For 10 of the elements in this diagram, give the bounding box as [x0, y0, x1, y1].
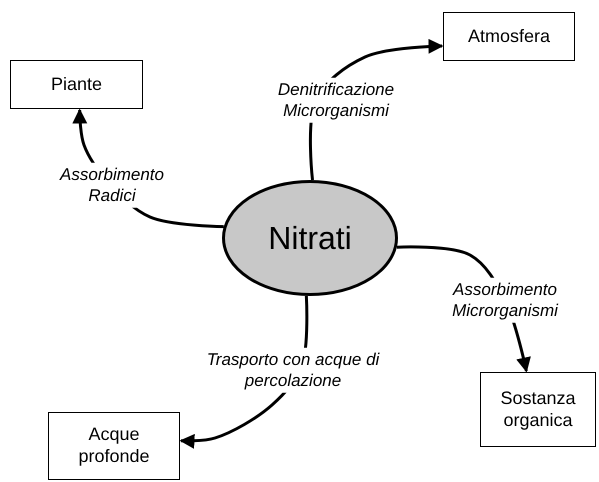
process-box	[443, 12, 575, 61]
process-box	[48, 412, 180, 480]
node-label: Sostanza organica	[499, 388, 577, 432]
node-label: Piante	[50, 74, 102, 96]
node-label: Acque profonde	[77, 424, 151, 468]
ellipse-node	[222, 180, 398, 296]
process-box	[480, 372, 596, 447]
node-label: Atmosfera	[468, 26, 550, 48]
process-box	[10, 60, 143, 109]
node-label: Nitrati	[268, 220, 352, 256]
